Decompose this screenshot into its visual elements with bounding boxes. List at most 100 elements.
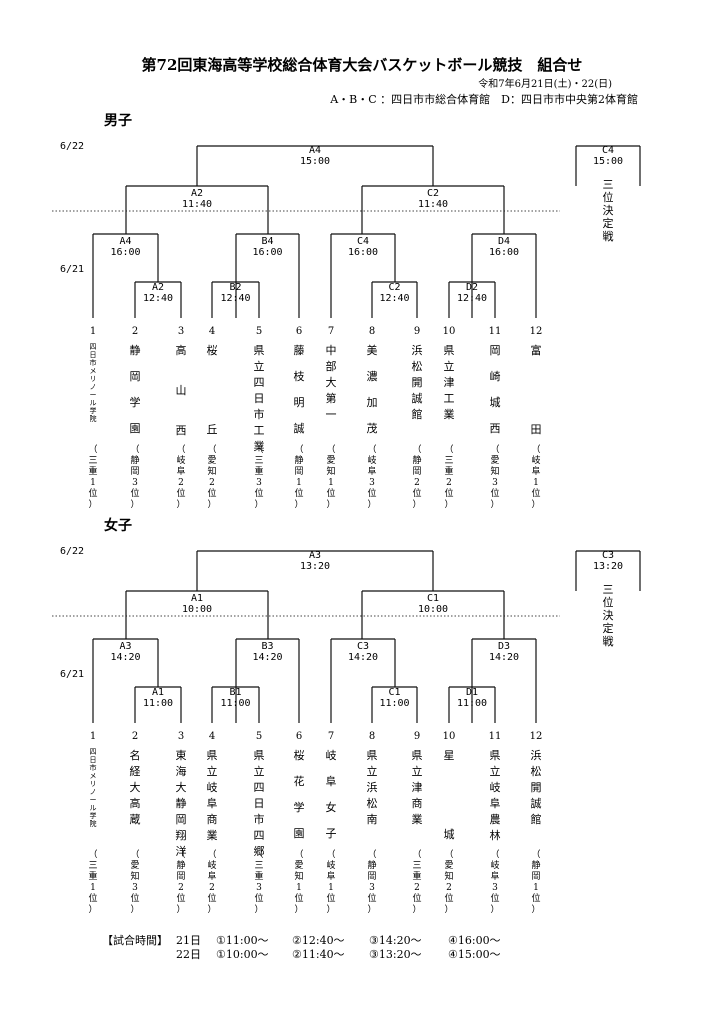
schedule-day-21: 21日 <box>176 934 201 947</box>
first-round-court: C1 <box>388 687 400 698</box>
first-round-time: 11:00 <box>143 698 173 709</box>
team-name: 県立津工業 <box>444 344 455 421</box>
quarterfinal-time: 14:20 <box>252 652 282 663</box>
team-name: 美濃加茂 <box>367 344 378 435</box>
final-court: A4 <box>309 145 321 156</box>
quarterfinal-court: B3 <box>261 641 273 652</box>
semifinal-time: 10:00 <box>418 604 448 615</box>
final-time: 15:00 <box>300 156 330 167</box>
quarterfinal-court: C4 <box>357 236 369 247</box>
team-name: 県立岐阜農林 <box>490 749 501 842</box>
team-name: 浜松開誠館 <box>531 749 542 826</box>
team-name: 星城 <box>444 749 455 841</box>
team-name: 四日市メリノール学院 <box>90 748 97 828</box>
quarterfinal-time: 16:00 <box>110 247 140 258</box>
quarterfinal-court: D4 <box>498 236 510 247</box>
girls-bracket: 女子6/226/21A313:20A110:00C110:00A314:20B3… <box>52 517 641 915</box>
schedule-slot-21-3: ③14:20～ <box>369 934 422 947</box>
team-number: 2 <box>132 326 138 337</box>
schedule-slot-22-1: ①10:00～ <box>216 948 269 961</box>
team-name: 富田 <box>531 343 542 436</box>
team-number: 4 <box>209 326 215 337</box>
first-round-court: A2 <box>152 282 164 293</box>
team-number: 1 <box>90 731 96 742</box>
team-number: 6 <box>296 731 302 742</box>
page-title: 第72回東海高等学校総合体育大会バスケットボール競技 組合せ <box>142 56 583 74</box>
team-number: 8 <box>369 326 375 337</box>
third-place-time: 15:00 <box>593 156 623 167</box>
schedule-label: 【試合時間】 <box>102 933 168 947</box>
team-name: 県立岐阜商業 <box>207 749 218 842</box>
team-number: 10 <box>443 326 456 337</box>
third-place-court: C3 <box>602 550 614 561</box>
team-number: 3 <box>178 326 184 337</box>
team-name: 東海大静岡翔洋 <box>176 749 187 858</box>
first-round-time: 12:40 <box>457 293 487 304</box>
quarterfinal-court: D3 <box>498 641 510 652</box>
day2-label: 6/22 <box>60 141 84 152</box>
team-name: 桜花学園 <box>294 748 305 840</box>
semifinal-court: A1 <box>191 593 203 604</box>
team-number: 9 <box>414 326 420 337</box>
team-number: 9 <box>414 731 420 742</box>
team-name: 県立四日市四郷 <box>254 749 265 858</box>
first-round-time: 11:00 <box>457 698 487 709</box>
team-name: 静岡学園 <box>130 343 141 435</box>
team-number: 8 <box>369 731 375 742</box>
team-name: 県立津商業 <box>412 749 423 826</box>
first-round-court: C2 <box>388 282 400 293</box>
schedule-slot-21-2: ②12:40～ <box>292 934 345 947</box>
semifinal-court: A2 <box>191 188 203 199</box>
team-number: 5 <box>256 731 262 742</box>
venue-info: A・B・C ：四日市市総合体育館 D：四日市市中央第2体育館 <box>329 92 638 106</box>
third-place-time: 13:20 <box>593 561 623 572</box>
team-number: 7 <box>328 731 334 742</box>
day2-label: 6/22 <box>60 546 84 557</box>
semifinal-time: 10:00 <box>182 604 212 615</box>
final-time: 13:20 <box>300 561 330 572</box>
team-number: 11 <box>489 731 502 742</box>
day1-label: 6/21 <box>60 669 84 680</box>
team-name: 岡崎城西 <box>490 344 501 435</box>
first-round-time: 11:00 <box>379 698 409 709</box>
team-name: 桜丘 <box>207 343 218 436</box>
first-round-time: 12:40 <box>220 293 250 304</box>
quarterfinal-court: C3 <box>357 641 369 652</box>
team-number: 4 <box>209 731 215 742</box>
team-number: 5 <box>256 326 262 337</box>
team-number: 3 <box>178 731 184 742</box>
team-number: 6 <box>296 326 302 337</box>
first-round-court: D2 <box>466 282 478 293</box>
team-number: 12 <box>530 731 543 742</box>
schedule-slot-21-4: ④16:00～ <box>448 934 501 947</box>
first-round-time: 12:40 <box>143 293 173 304</box>
quarterfinal-time: 16:00 <box>252 247 282 258</box>
team-number: 10 <box>443 731 456 742</box>
quarterfinal-court: A3 <box>119 641 131 652</box>
third-place-label: 三位決定戦 <box>603 583 614 648</box>
schedule-slot-22-4: ④15:00～ <box>448 948 501 961</box>
team-name: 浜松開誠館 <box>412 344 423 421</box>
final-court: A3 <box>309 550 321 561</box>
team-name: 藤枝明誠 <box>294 344 305 435</box>
quarterfinal-court: B4 <box>261 236 273 247</box>
team-name: 名経大高蔵 <box>130 748 141 826</box>
